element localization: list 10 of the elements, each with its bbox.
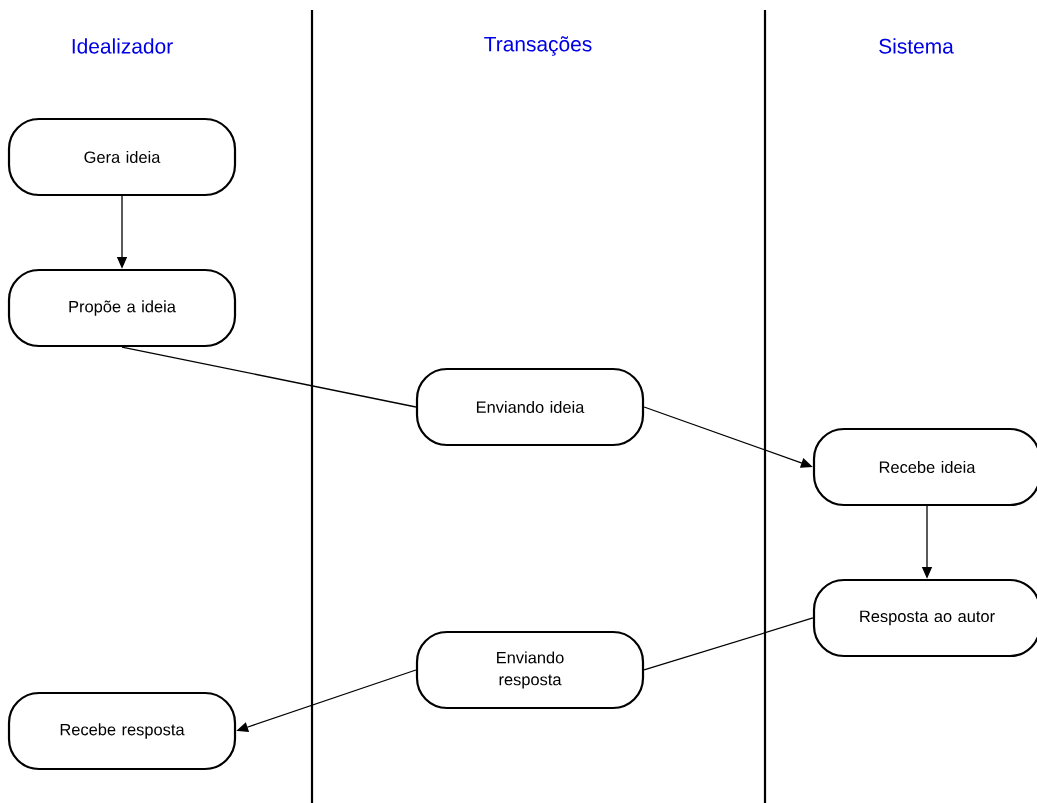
lane-heading: Sistema [879, 38, 954, 54]
process-box: Gera ideia [7, 117, 237, 197]
process-box: Propõe a ideia [7, 268, 237, 348]
process-box: Recebe resposta [7, 691, 237, 771]
process-box: Enviando ideia [415, 367, 645, 447]
lane-heading: Transações [484, 36, 592, 56]
process-box: Recebe ideia [812, 427, 1037, 507]
lane-heading: Idealizador [72, 38, 173, 54]
process-box: Resposta ao autor [812, 578, 1037, 658]
process-box: Enviando resposta [415, 630, 645, 710]
